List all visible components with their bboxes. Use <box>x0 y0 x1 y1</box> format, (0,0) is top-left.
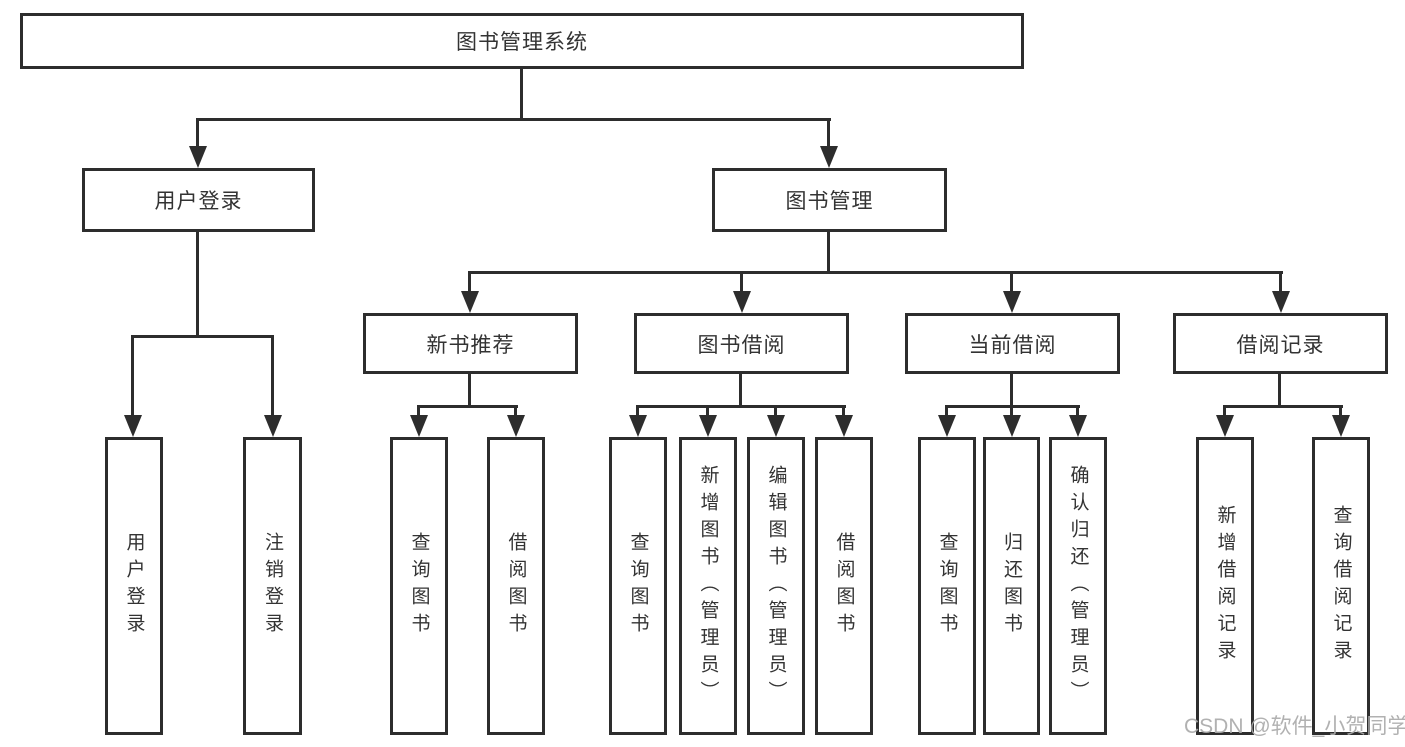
arrow-down-icon <box>189 146 207 168</box>
connector-line <box>196 232 199 337</box>
leaf-query-book: 查询图书 <box>609 437 667 735</box>
node-label: 查询图书 <box>936 532 958 640</box>
arrow-down-icon <box>767 415 785 437</box>
arrow-down-icon <box>124 415 142 437</box>
arrow-down-icon <box>461 291 479 313</box>
connector-line <box>196 118 199 150</box>
node-label: 注销登录 <box>262 532 283 640</box>
arrow-down-icon <box>507 415 525 437</box>
connector-line <box>131 335 274 338</box>
node-label: 确认归还（管理员） <box>1067 464 1089 708</box>
node-label: 用户登录 <box>154 190 243 213</box>
connector-line <box>1076 405 1079 419</box>
node-label: 查询借阅记录 <box>1330 505 1352 667</box>
leaf-borrow-book: 借阅图书 <box>815 437 873 735</box>
leaf-return-book: 归还图书 <box>983 437 1040 735</box>
arrow-down-icon <box>733 291 751 313</box>
leaf-query-book: 查询图书 <box>918 437 976 735</box>
node-label: 借阅图书 <box>833 532 855 640</box>
connector-line <box>1010 271 1013 295</box>
connector-line <box>271 335 274 419</box>
connector-line <box>827 232 830 274</box>
node-label: 借阅记录 <box>1236 333 1325 357</box>
leaf-query-book: 查询图书 <box>390 437 448 735</box>
node-current-borrowing: 当前借阅 <box>905 313 1120 374</box>
arrow-down-icon <box>820 146 838 168</box>
connector-line <box>739 374 742 408</box>
connector-line <box>1278 374 1281 408</box>
connector-line <box>417 405 518 408</box>
connector-line <box>740 271 743 295</box>
node-label: 查询图书 <box>408 532 430 640</box>
connector-line <box>469 271 1283 274</box>
node-book-borrowing: 图书借阅 <box>634 313 849 374</box>
connector-line <box>636 405 846 408</box>
arrow-down-icon <box>938 415 956 437</box>
leaf-confirm-return-admin: 确认归还（管理员） <box>1049 437 1107 735</box>
connector-line <box>774 405 777 419</box>
node-borrowing-records: 借阅记录 <box>1173 313 1388 374</box>
arrow-down-icon <box>629 415 647 437</box>
leaf-user-login: 用户登录 <box>105 437 163 735</box>
node-label: 新增借阅记录 <box>1214 505 1236 667</box>
leaf-add-borrow-record: 新增借阅记录 <box>1196 437 1254 735</box>
connector-line <box>827 118 830 150</box>
connector-line <box>1279 271 1282 295</box>
connector-line <box>1223 405 1343 408</box>
node-library-system: 图书管理系统 <box>20 13 1024 69</box>
arrow-down-icon <box>1332 415 1350 437</box>
connector-line <box>636 405 639 419</box>
arrow-down-icon <box>1003 415 1021 437</box>
node-label: 归还图书 <box>1001 532 1022 640</box>
connector-line <box>468 271 471 295</box>
node-label: 新增图书（管理员） <box>697 464 719 708</box>
connector-line <box>131 335 134 419</box>
connector-line <box>514 405 517 419</box>
connector-line <box>197 118 831 121</box>
connector-line <box>842 405 845 419</box>
arrow-down-icon <box>410 415 428 437</box>
connector-line <box>1339 405 1342 419</box>
node-label: 当前借阅 <box>968 333 1057 357</box>
node-label: 图书借阅 <box>697 333 786 357</box>
node-label: 查询图书 <box>627 532 649 640</box>
arrow-down-icon <box>1216 415 1234 437</box>
connector-line <box>945 405 948 419</box>
node-user-login: 用户登录 <box>82 168 315 232</box>
node-label: 编辑图书（管理员） <box>765 464 787 708</box>
node-book-management: 图书管理 <box>712 168 947 232</box>
connector-line <box>1010 374 1013 408</box>
arrow-down-icon <box>1069 415 1087 437</box>
node-label: 新书推荐 <box>426 333 515 357</box>
leaf-logout-login: 注销登录 <box>243 437 302 735</box>
connector-line <box>1010 405 1013 419</box>
connector-line <box>468 374 471 408</box>
arrow-down-icon <box>699 415 717 437</box>
connector-line <box>520 69 523 120</box>
node-new-book-recommend: 新书推荐 <box>363 313 578 374</box>
leaf-edit-book-admin: 编辑图书（管理员） <box>747 437 805 735</box>
arrow-down-icon <box>264 415 282 437</box>
connector-line <box>417 405 420 419</box>
leaf-add-book-admin: 新增图书（管理员） <box>679 437 737 735</box>
node-label: 借阅图书 <box>505 532 527 640</box>
leaf-borrow-book: 借阅图书 <box>487 437 545 735</box>
arrow-down-icon <box>1003 291 1021 313</box>
connector-line <box>706 405 709 419</box>
connector-line <box>1223 405 1226 419</box>
arrow-down-icon <box>835 415 853 437</box>
node-label: 图书管理系统 <box>456 31 588 54</box>
arrow-down-icon <box>1272 291 1290 313</box>
csdn-watermark: CSDN @软件_小贺同学 <box>1184 715 1405 738</box>
node-label: 用户登录 <box>123 532 145 640</box>
leaf-query-borrow-record: 查询借阅记录 <box>1312 437 1370 735</box>
node-label: 图书管理 <box>785 190 874 213</box>
